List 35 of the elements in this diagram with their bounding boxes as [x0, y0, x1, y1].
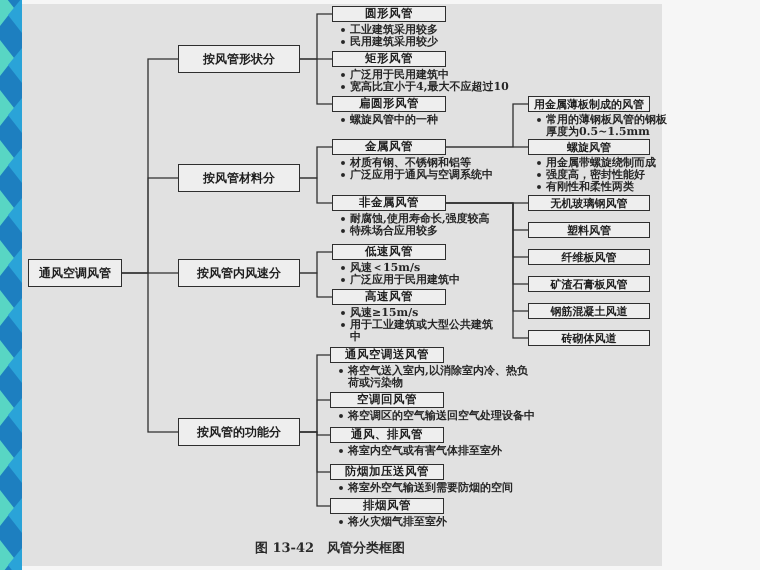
- note-text: 用于工业建筑或大型公共建筑中: [340, 319, 495, 343]
- type-box: 螺旋风管: [528, 139, 650, 155]
- connector-line: [122, 272, 178, 433]
- type-box: 塑料风管: [528, 222, 650, 238]
- type-box: 无机玻璃钢风管: [528, 195, 650, 211]
- type-box: 矩形风管: [332, 51, 446, 67]
- type-box: 扁圆形风管: [332, 96, 446, 112]
- type-box: 低速风管: [332, 244, 446, 260]
- root-box: 通风空调风管: [28, 259, 122, 287]
- type-box: 金属风管: [332, 139, 446, 155]
- category-box: 按风管的功能分: [178, 418, 300, 446]
- connector-line: [300, 272, 332, 298]
- type-box: 空调回风管: [330, 392, 444, 408]
- type-box: 通风、排风管: [330, 427, 444, 443]
- type-box: 用金属薄板制成的风管: [528, 96, 650, 112]
- type-box: 防烟加压送风管: [330, 464, 444, 480]
- type-box: 圆形风管: [332, 6, 446, 22]
- connector-line: [300, 177, 332, 204]
- category-box: 按风管材料分: [178, 164, 300, 192]
- category-box: 按风管内风速分: [178, 259, 300, 287]
- connector-line: [446, 202, 528, 339]
- connector-line: [446, 146, 528, 148]
- type-box: 通风空调送风管: [330, 347, 444, 363]
- type-box: 矿渣石膏板风管: [528, 276, 650, 292]
- connector-line: [300, 58, 332, 105]
- type-box: 排烟风管: [330, 498, 444, 514]
- type-box: 钢筋混凝土风道: [528, 303, 650, 319]
- type-box: 砖砌体风道: [528, 330, 650, 346]
- note-text: 常用的薄钢板风管的钢板厚度为0.5~1.5mm: [536, 114, 668, 138]
- type-box: 非金属风管: [332, 195, 446, 211]
- type-box: 高速风管: [332, 289, 446, 305]
- category-box: 按风管形状分: [178, 45, 300, 73]
- figure-caption: 图 13-42 风管分类框图: [254, 540, 406, 557]
- type-box: 纤维板风管: [528, 249, 650, 265]
- connector-line: [300, 431, 330, 507]
